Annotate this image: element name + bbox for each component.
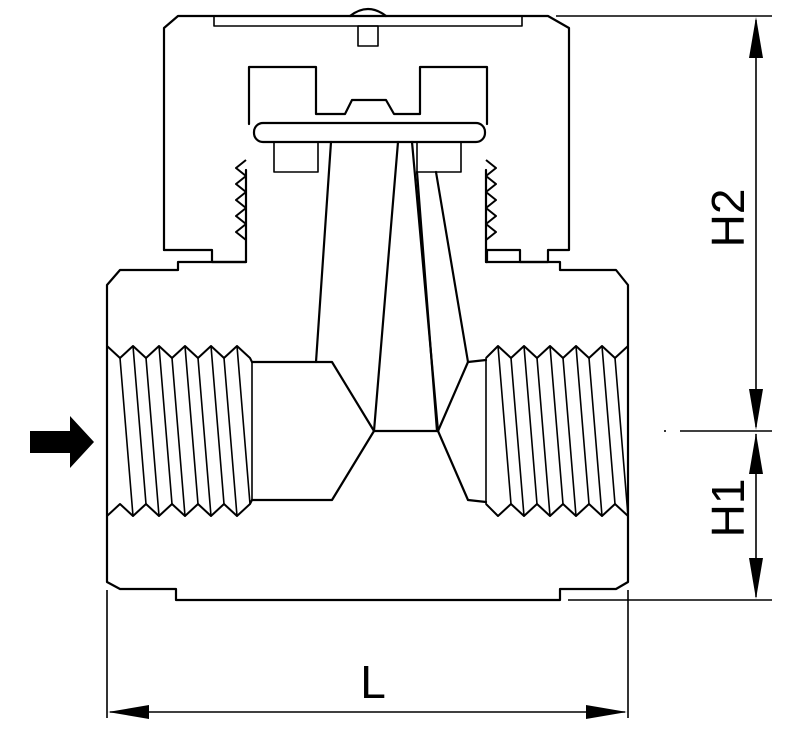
seat-block-right [416,141,462,173]
dimension-lines [106,15,772,719]
bonnet-thread-left [235,159,247,262]
outlet-plug [436,358,488,504]
seat-block-left [273,141,319,173]
h2-arrow-bottom [749,389,763,430]
cap [162,7,571,264]
arrow-right-icon [30,416,94,468]
outlet-thread [485,345,629,517]
h2-label: H2 [702,189,754,248]
body [105,140,630,602]
screw-head [348,7,388,18]
h1-arrow-top [749,433,763,474]
bonnet-thread-right [485,159,497,262]
h2-arrow-top [749,17,763,58]
h1-label: H1 [702,479,754,538]
l-arrow-left [108,705,149,719]
inlet-plug [250,360,376,502]
l-label: L [360,656,386,708]
disc [252,121,487,173]
l-arrow-right [586,705,627,719]
inlet-thread [106,345,253,517]
h1-arrow-bottom [749,558,763,599]
screw-shank [357,25,379,47]
